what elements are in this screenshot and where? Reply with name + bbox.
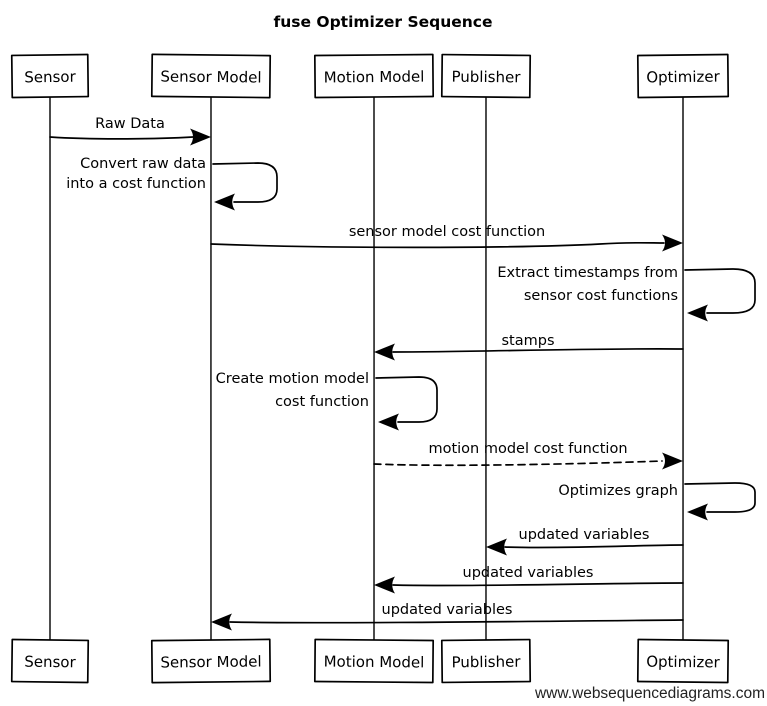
self-message-create-motion-line2: cost function	[275, 394, 369, 410]
self-message-optimizes-arrowhead	[687, 503, 708, 521]
actor-bottom-sensor-label: Sensor	[24, 653, 76, 672]
self-message-create-motion: Create motion model cost function	[216, 371, 438, 431]
message-updated-vars-motion-line	[392, 582, 684, 587]
message-motion-cost-line	[373, 460, 663, 467]
message-raw-data-label: Raw Data	[95, 116, 165, 132]
actor-top-sensor-model: Sensor Model	[150, 53, 272, 99]
message-updated-vars-sensor-model: updated variables	[211, 602, 684, 631]
lifeline-sensor	[49, 96, 51, 641]
actor-bottom-optimizer: Optimizer	[636, 638, 730, 684]
actor-bottom-sensor-model-label: Sensor Model	[160, 652, 261, 671]
message-stamps-label: stamps	[501, 333, 554, 349]
self-message-convert: Convert raw data into a cost function	[66, 156, 278, 211]
message-updated-vars-motion-arrowhead	[374, 576, 395, 594]
message-updated-vars-sensor-model-arrowhead	[211, 613, 232, 631]
watermark-url: www.websequencediagrams.com	[534, 685, 765, 702]
self-message-create-motion-arrowhead	[378, 413, 399, 431]
actor-top-publisher-label: Publisher	[451, 68, 521, 87]
message-updated-vars-motion-label: updated variables	[463, 565, 594, 581]
self-message-create-motion-line1: Create motion model	[216, 371, 369, 387]
message-sensor-cost-line	[210, 241, 665, 249]
self-message-optimizes-loop	[684, 482, 756, 513]
lifeline-optimizer	[682, 96, 684, 641]
lifeline-motion-model	[373, 96, 375, 641]
message-motion-cost-label: motion model cost function	[428, 441, 627, 457]
actor-top-publisher: Publisher	[440, 53, 532, 99]
message-updated-vars-sensor-model-line	[229, 619, 684, 624]
message-motion-cost-arrowhead	[662, 452, 683, 470]
actor-bottom-sensor: Sensor	[10, 638, 90, 684]
actor-bottom-optimizer-label: Optimizer	[646, 653, 720, 672]
message-updated-vars-publisher-arrowhead	[486, 538, 507, 556]
self-message-convert-line2: into a cost function	[66, 176, 206, 192]
actor-bottom-motion-model-label: Motion Model	[324, 653, 425, 672]
actor-top-publisher-box	[440, 53, 532, 99]
message-motion-cost: motion model cost function	[373, 441, 683, 470]
message-updated-vars-publisher: updated variables	[486, 527, 684, 556]
actor-top-sensor-model-label: Sensor Model	[160, 67, 261, 86]
actor-top-motion-model-box	[313, 53, 435, 99]
self-message-convert-line1: Convert raw data	[80, 156, 206, 172]
message-stamps: stamps	[374, 333, 684, 361]
self-message-convert-arrowhead	[214, 193, 235, 211]
actor-bottom-publisher-label: Publisher	[451, 653, 521, 672]
actor-bottom-motion-model-box	[313, 638, 435, 684]
diagram-title: fuse Optimizer Sequence	[274, 13, 493, 31]
actor-top-sensor-label: Sensor	[24, 68, 76, 87]
actors-bottom: Sensor Sensor Model Motion Model Publish…	[10, 638, 730, 684]
lifelines	[49, 96, 684, 641]
message-sensor-cost-arrowhead	[662, 234, 683, 252]
lifeline-publisher	[485, 96, 487, 641]
message-updated-vars-sensor-model-label: updated variables	[382, 602, 513, 618]
self-message-extract-loop	[684, 268, 756, 314]
self-message-convert-loop	[212, 162, 278, 203]
self-message-extract-line2: sensor cost functions	[524, 288, 678, 304]
actor-bottom-sensor-model-box	[150, 638, 272, 684]
actor-top-motion-model-label: Motion Model	[324, 68, 425, 87]
self-message-extract-arrowhead	[687, 304, 708, 322]
actor-bottom-motion-model: Motion Model	[313, 638, 435, 684]
actor-top-optimizer-box	[636, 53, 730, 99]
message-stamps-line	[392, 347, 684, 353]
self-message-extract: Extract timestamps from sensor cost func…	[497, 265, 756, 322]
actor-bottom-publisher: Publisher	[440, 638, 532, 684]
message-stamps-arrowhead	[374, 343, 395, 361]
lifeline-sensor-model	[210, 96, 212, 641]
message-sensor-cost-label: sensor model cost function	[349, 224, 545, 240]
self-message-create-motion-loop	[375, 376, 438, 423]
self-message-extract-line1: Extract timestamps from	[497, 265, 678, 281]
message-raw-data-line	[49, 136, 194, 140]
actor-bottom-optimizer-box	[636, 638, 730, 684]
actor-bottom-publisher-box	[440, 638, 532, 684]
actor-bottom-sensor-model: Sensor Model	[150, 638, 272, 684]
self-message-optimizes: Optimizes graph	[558, 482, 756, 521]
message-updated-vars-publisher-line	[504, 544, 684, 549]
actor-top-optimizer: Optimizer	[636, 53, 730, 99]
self-message-optimizes-line1: Optimizes graph	[558, 483, 678, 499]
actor-top-sensor-model-box	[150, 53, 272, 99]
actor-top-sensor: Sensor	[10, 53, 90, 99]
message-sensor-cost: sensor model cost function	[210, 224, 683, 252]
actors-top: Sensor Sensor Model Motion Model Publish…	[10, 53, 730, 99]
message-updated-vars-publisher-label: updated variables	[519, 527, 650, 543]
message-raw-data-arrowhead	[190, 128, 211, 146]
actor-top-optimizer-label: Optimizer	[646, 68, 720, 87]
actor-top-motion-model: Motion Model	[313, 53, 435, 99]
actor-bottom-sensor-box	[10, 638, 90, 684]
message-raw-data: Raw Data	[49, 116, 211, 146]
message-updated-vars-motion: updated variables	[374, 565, 684, 594]
actor-top-sensor-box	[10, 53, 90, 99]
